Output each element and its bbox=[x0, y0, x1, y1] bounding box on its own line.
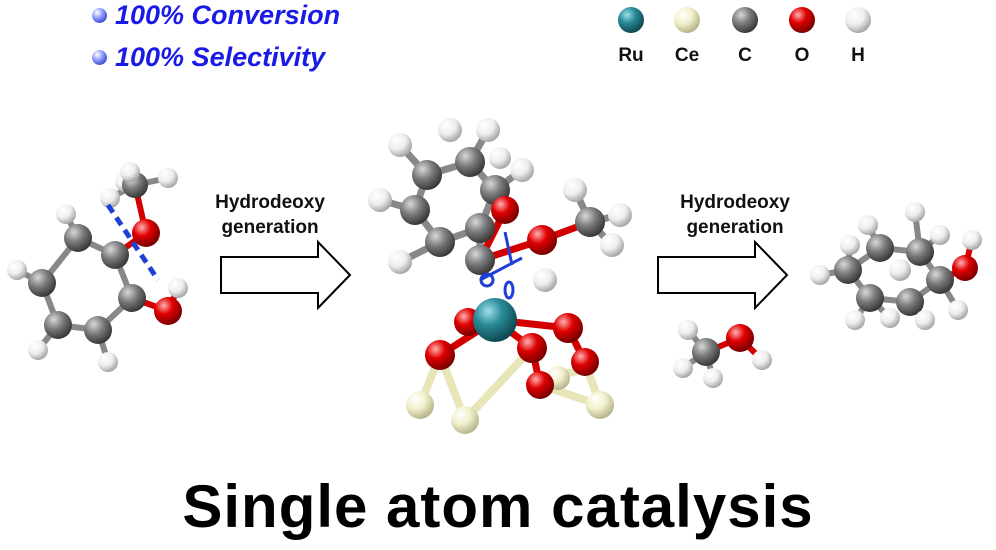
legend-label-c: C bbox=[738, 45, 752, 66]
figure-title: Single atom catalysis bbox=[182, 473, 814, 540]
step-label-left: Hydrodeoxy generation bbox=[215, 192, 325, 238]
ce-atom-icon bbox=[674, 7, 700, 33]
legend-item-c: C bbox=[732, 7, 758, 66]
ru-atom-icon bbox=[618, 7, 644, 33]
reaction-arrow-left bbox=[220, 239, 352, 311]
claim-selectivity: 100% Selectivity bbox=[92, 42, 325, 73]
legend-item-ce: Ce bbox=[674, 7, 700, 66]
legend-item-h: H bbox=[845, 7, 871, 66]
product-methanol-molecule bbox=[673, 320, 772, 388]
legend-item-o: O bbox=[789, 7, 815, 66]
bond-scission-icon bbox=[479, 231, 523, 300]
legend-label-o: O bbox=[795, 45, 810, 66]
bond-cleavage-marker bbox=[105, 203, 161, 282]
legend-label-ru: Ru bbox=[618, 45, 643, 66]
ru-single-atom bbox=[473, 298, 517, 342]
claim-conversion-text: 100% Conversion bbox=[115, 0, 341, 30]
intermediate-ru-complex bbox=[368, 118, 632, 434]
product-cyclohexanol-molecule bbox=[810, 202, 982, 330]
c-atom-icon bbox=[732, 7, 758, 33]
step-label-right: Hydrodeoxy generation bbox=[680, 192, 790, 238]
bullet-icon bbox=[92, 50, 107, 65]
bullet-icon bbox=[92, 8, 107, 23]
element-legend: Ru Ce C O H bbox=[618, 7, 871, 66]
o-atom-icon bbox=[789, 7, 815, 33]
reaction-arrow-right bbox=[657, 239, 789, 311]
claim-selectivity-text: 100% Selectivity bbox=[115, 42, 326, 72]
legend-label-ce: Ce bbox=[675, 45, 699, 66]
reactant-guaiacol-molecule bbox=[7, 162, 188, 372]
h-atom-icon bbox=[845, 7, 871, 33]
legend-item-ru: Ru bbox=[618, 7, 644, 66]
legend-label-h: H bbox=[851, 45, 865, 66]
claim-conversion: 100% Conversion bbox=[92, 0, 340, 31]
